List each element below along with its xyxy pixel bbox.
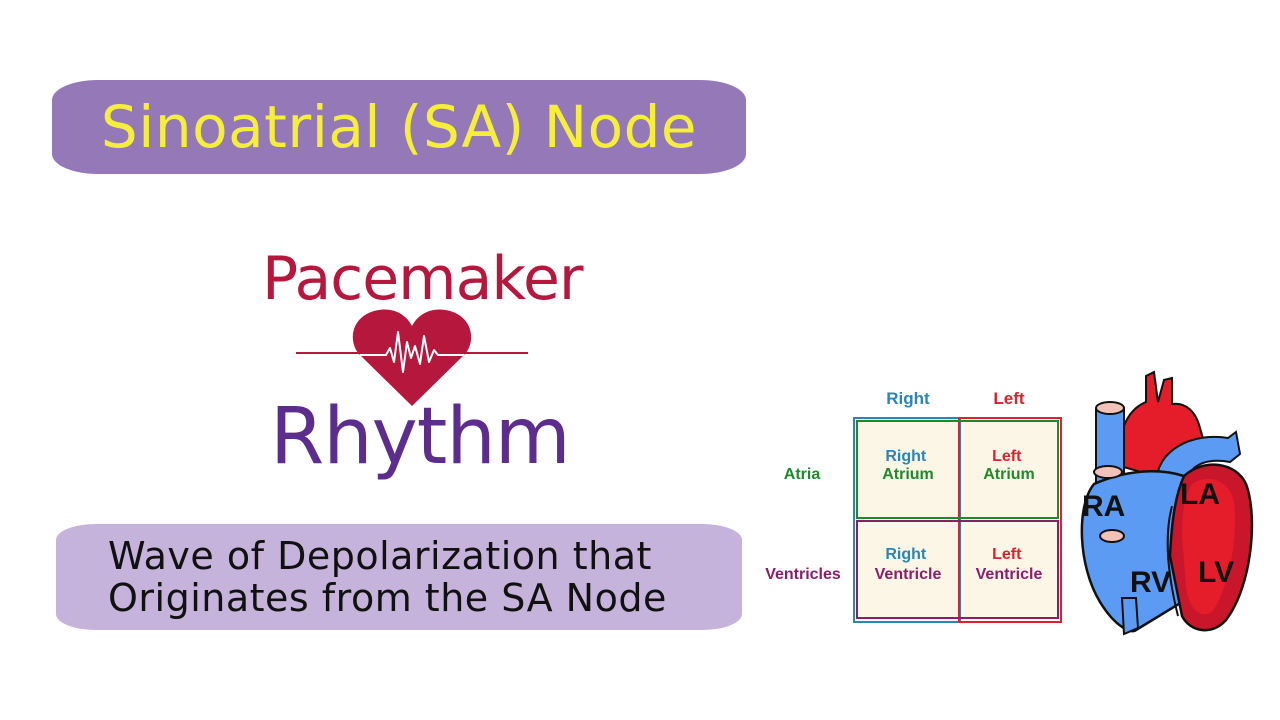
rv-label: RV — [1130, 566, 1171, 599]
left-ventricle-line-1: Left — [992, 546, 1022, 563]
left-atrium-line-2: Atrium — [983, 466, 1035, 483]
vena-cava-opening — [1095, 401, 1125, 415]
right-atrium-cell — [858, 422, 958, 518]
right-ventricle-line-2: Ventricle — [875, 566, 942, 583]
column-label-left: Left — [993, 389, 1025, 408]
septum-line — [1166, 505, 1179, 617]
left-ventricle-line-2: Ventricle — [976, 566, 1043, 583]
right-ventricle-cell — [858, 521, 958, 618]
pacemaker-heart-icon — [296, 309, 528, 406]
right-ventricle-label: Right Ventricle — [875, 546, 942, 583]
left-ventricle-label: Left Ventricle — [976, 546, 1043, 583]
left-atrium-label: Left Atrium — [983, 448, 1035, 483]
row-label-ventricles: Ventricles — [765, 566, 841, 583]
column-label-right: Right — [886, 389, 930, 408]
definition-line-1: Wave of Depolarization that — [108, 534, 652, 578]
atria-row-border — [856, 420, 1059, 519]
definition-line-2: Originates from the SA Node — [108, 576, 667, 620]
ventricles-row-border — [856, 520, 1059, 619]
vessel-opening-upper — [1093, 465, 1123, 479]
left-atrium-cell — [961, 422, 1059, 518]
heart-anatomy-illustration: RA LA RV LV — [1080, 370, 1254, 636]
right-atrium-line-1: Right — [885, 448, 927, 465]
title-banner: Sinoatrial (SA) Node — [52, 80, 746, 174]
la-label: LA — [1180, 478, 1220, 511]
ra-label: RA — [1082, 490, 1125, 523]
rhythm-word: Rhythm — [270, 392, 571, 482]
left-ventricle-inner — [1182, 478, 1236, 615]
left-atrium-line-1: Left — [992, 448, 1022, 465]
pacemaker-word: Pacemaker — [262, 244, 584, 314]
left-ventricle-cell — [961, 521, 1059, 618]
page-title: Sinoatrial (SA) Node — [100, 93, 698, 161]
inferior-vena-cava — [1120, 597, 1140, 636]
lv-label: LV — [1198, 556, 1234, 589]
right-atrium-label: Right Atrium — [882, 448, 934, 483]
right-atrium-line-2: Atrium — [882, 466, 934, 483]
vessel-opening-lower — [1099, 529, 1125, 543]
right-ventricle-line-1: Right — [885, 546, 927, 563]
row-label-atria: Atria — [784, 466, 821, 483]
definition-box: Wave of Depolarization that Originates f… — [56, 524, 742, 630]
chamber-grid-diagram: Right Left Atria Ventricles Right Atrium… — [765, 389, 1062, 623]
